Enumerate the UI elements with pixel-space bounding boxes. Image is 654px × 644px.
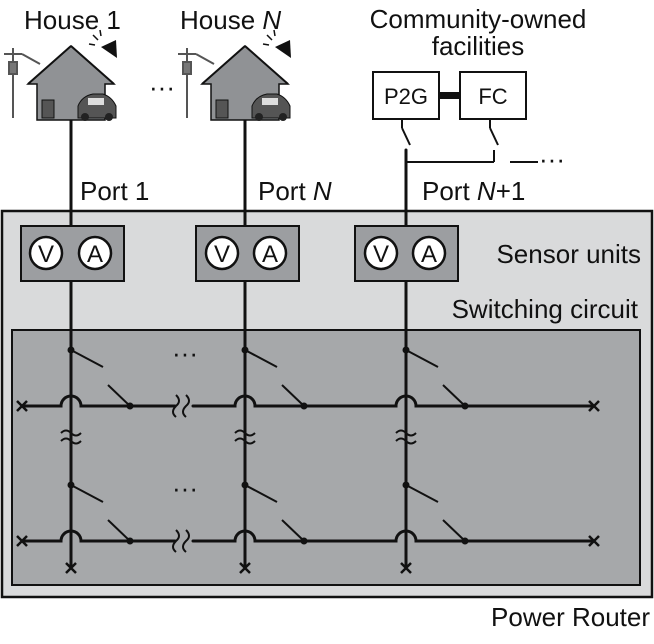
power-router-label: Power Router bbox=[491, 602, 650, 632]
switch-icon bbox=[402, 346, 439, 368]
grid-ellipsis-bottom: ··· bbox=[172, 473, 198, 503]
utility-pole-icon bbox=[178, 48, 215, 118]
house-ellipsis: ··· bbox=[149, 72, 175, 102]
switches-bus-side bbox=[107, 384, 469, 545]
p2g-label: P2G bbox=[384, 84, 428, 109]
facility-link bbox=[439, 92, 460, 99]
switch-icon bbox=[241, 481, 278, 503]
bus-terminal-marks bbox=[16, 400, 600, 574]
switch-icon bbox=[489, 127, 499, 146]
facilities-group: P2G FC bbox=[372, 71, 538, 163]
ammeter-icon bbox=[77, 235, 113, 271]
switch-icon bbox=[401, 127, 411, 146]
switch-icon bbox=[107, 384, 134, 410]
bus-line-1 bbox=[20, 394, 596, 418]
solar-panel-icon bbox=[101, 40, 117, 58]
switch-icon bbox=[442, 519, 469, 545]
house-n-label: House N bbox=[180, 5, 281, 35]
switching-circuit-box bbox=[11, 329, 641, 586]
switching-circuit-label: Switching circuit bbox=[452, 294, 639, 324]
fc-box bbox=[459, 71, 527, 120]
switch-icon bbox=[67, 346, 104, 368]
house-1-label: House 1 bbox=[24, 5, 121, 35]
community-label-line1: Community-owned bbox=[370, 4, 587, 34]
voltmeter-icon bbox=[363, 235, 399, 271]
fc-label: FC bbox=[478, 84, 507, 109]
voltmeter-icon bbox=[28, 235, 64, 271]
voltmeter-letter: V bbox=[214, 241, 230, 268]
ammeter-letter: A bbox=[421, 241, 437, 268]
house-n-icon bbox=[178, 29, 291, 121]
sensor-unit-n: V A bbox=[195, 225, 300, 282]
port-n1-label: Port N+1 bbox=[422, 176, 525, 206]
switch-icon bbox=[442, 384, 469, 410]
switch-icon bbox=[241, 346, 278, 368]
battery-icon bbox=[215, 99, 229, 119]
community-label-line2: facilities bbox=[432, 31, 524, 61]
ammeter-letter: A bbox=[87, 241, 103, 268]
sensor-units-label: Sensor units bbox=[496, 239, 641, 269]
facilities-ellipsis: ··· bbox=[539, 144, 565, 174]
switch-icon bbox=[107, 519, 134, 545]
port-break-marks bbox=[60, 429, 417, 445]
sensor-unit-n1: V A bbox=[354, 225, 459, 282]
ev-car-icon bbox=[77, 93, 117, 121]
house-1-icon bbox=[4, 29, 117, 121]
grid-ellipsis-top: ··· bbox=[172, 338, 198, 368]
ev-car-icon bbox=[251, 93, 291, 121]
port-1-label: Port 1 bbox=[80, 176, 149, 206]
ammeter-letter: A bbox=[262, 241, 278, 268]
ammeter-icon bbox=[252, 235, 288, 271]
port-n-label: Port N bbox=[258, 176, 332, 206]
switch-icon bbox=[281, 384, 308, 410]
voltmeter-icon bbox=[204, 235, 240, 271]
switch-icon bbox=[281, 519, 308, 545]
solar-panel-icon bbox=[275, 40, 291, 58]
ammeter-icon bbox=[411, 235, 447, 271]
voltmeter-letter: V bbox=[373, 241, 389, 268]
switch-icon bbox=[402, 481, 439, 503]
sensor-unit-1: V A bbox=[20, 225, 125, 282]
bus-line-2 bbox=[20, 529, 596, 553]
utility-pole-icon bbox=[4, 48, 41, 118]
switch-icon bbox=[67, 481, 104, 503]
battery-icon bbox=[41, 99, 55, 119]
voltmeter-letter: V bbox=[38, 241, 54, 268]
switches-port-side bbox=[67, 346, 439, 503]
